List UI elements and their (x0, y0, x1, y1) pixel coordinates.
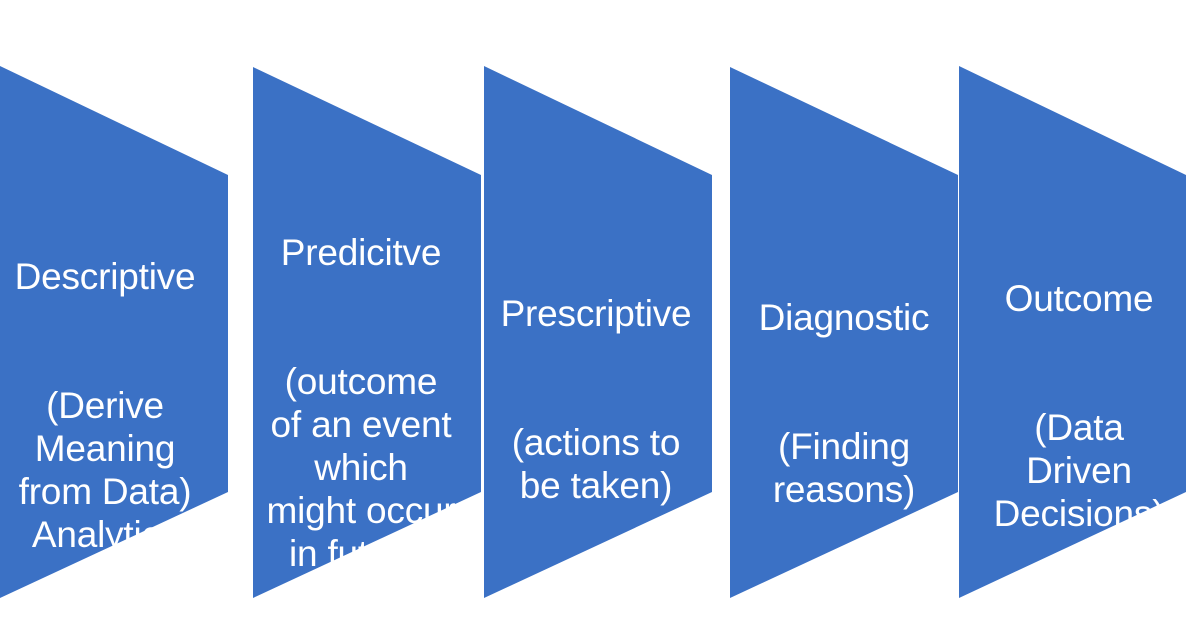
chevron-step-predictive[interactable]: Predicitve (outcome of an event which mi… (253, 0, 485, 636)
chevron-shape-icon (730, 67, 958, 598)
chevron-step-prescriptive[interactable]: Prescriptive (actions to be taken) (484, 0, 716, 636)
chevron-shape-icon (484, 66, 712, 598)
chevron-shape-icon (0, 66, 228, 598)
chevron-step-outcome[interactable]: Outcome (Data Driven Decisions) (959, 0, 1191, 636)
chevron-step-descriptive[interactable]: Descriptive (Derive Meaning from Data) A… (0, 0, 232, 636)
chevron-step-diagnostic[interactable]: Diagnostic (Finding reasons) (730, 0, 962, 636)
chevron-shape-icon (253, 67, 481, 598)
chevron-shape-icon (959, 66, 1186, 598)
